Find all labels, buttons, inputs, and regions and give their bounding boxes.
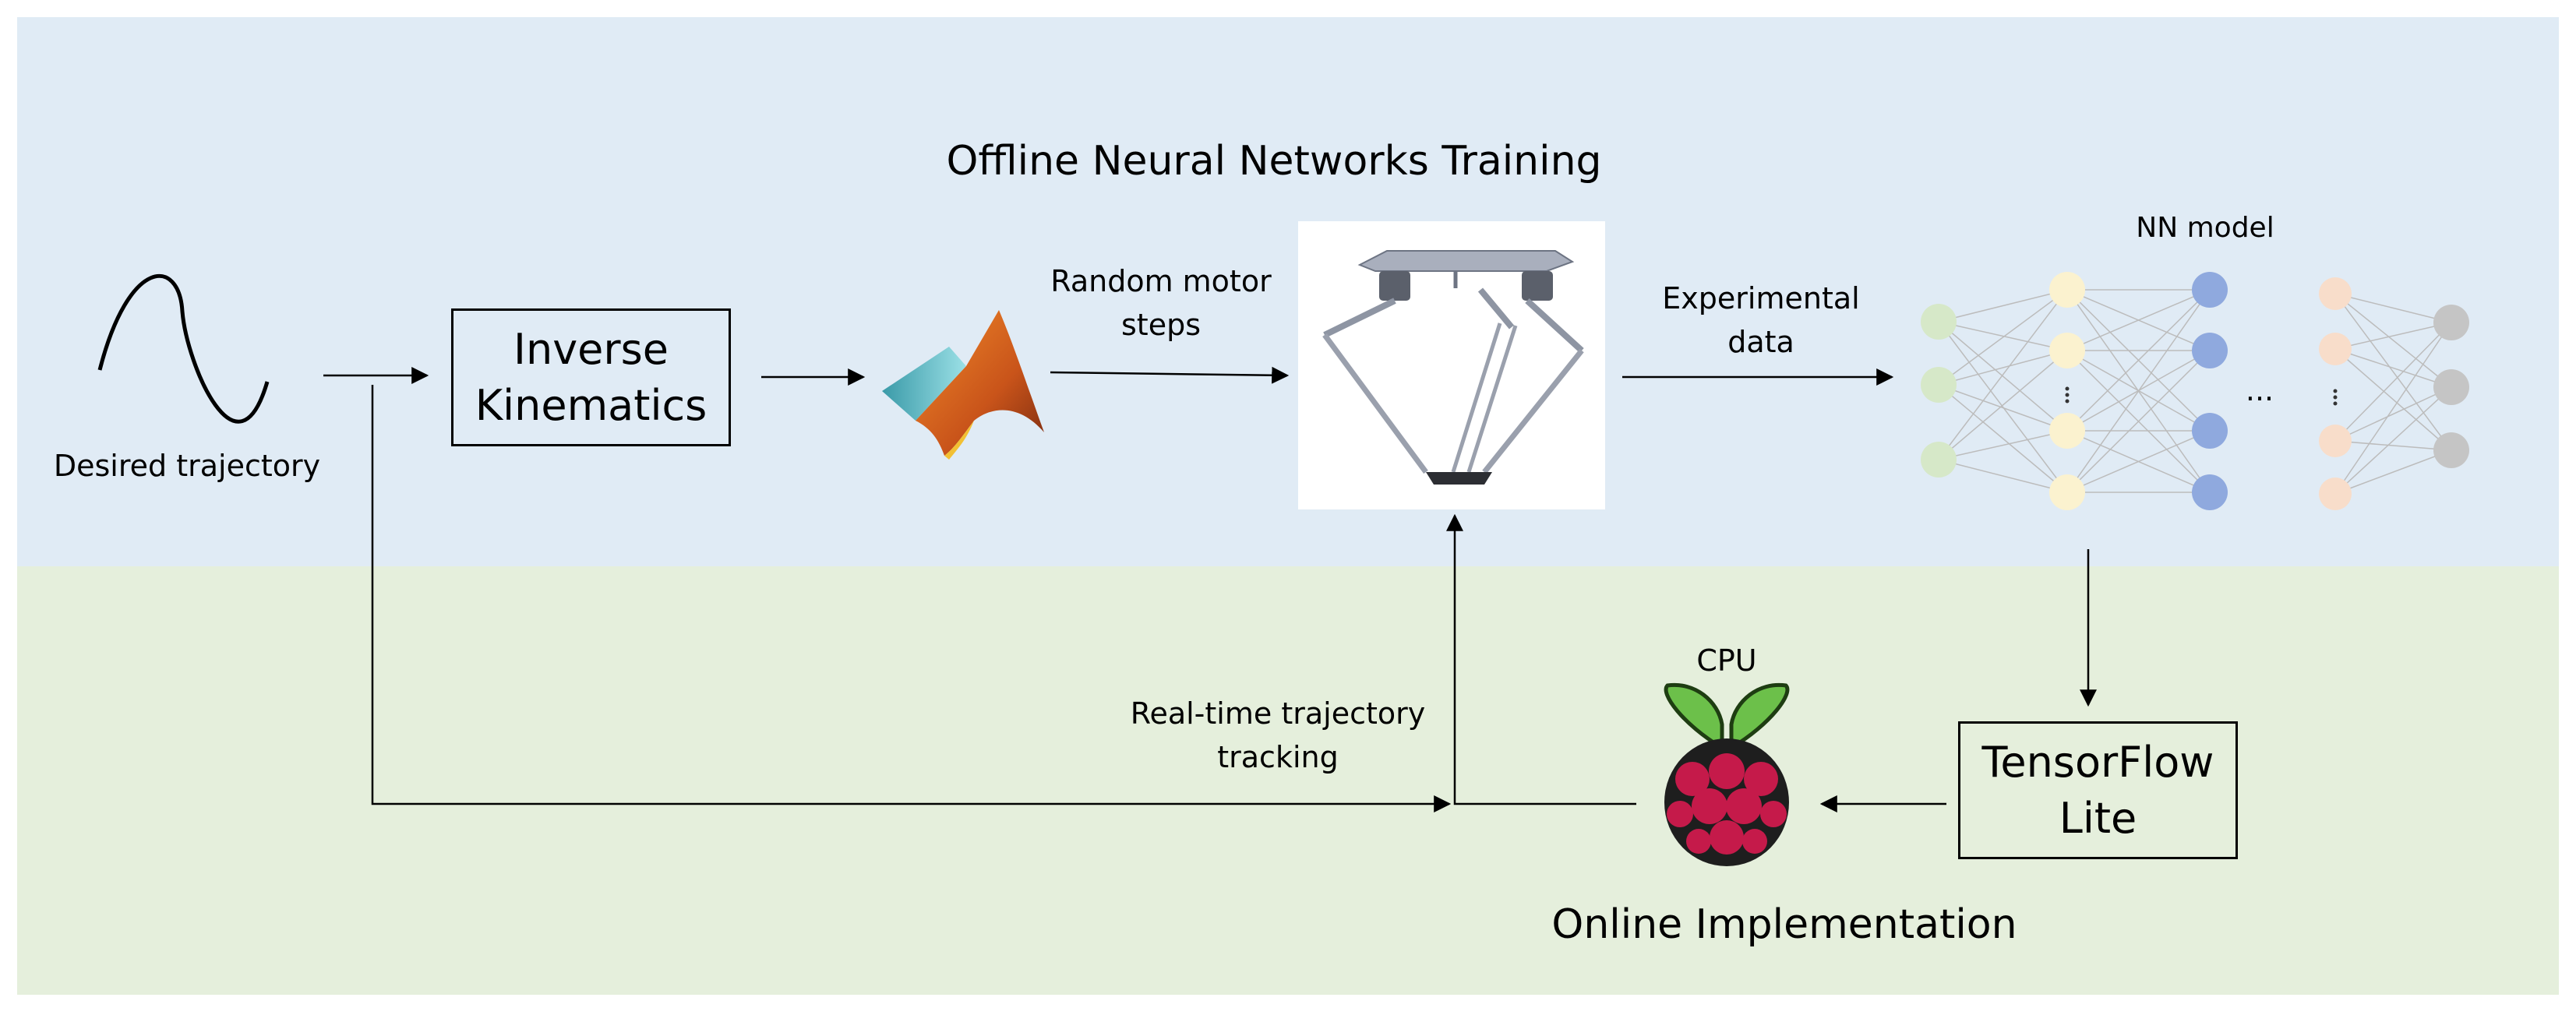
delta-robot-image bbox=[1298, 221, 1605, 509]
tensorflow-lite-box: TensorFlow Lite bbox=[1958, 721, 2238, 859]
nn-edge bbox=[1938, 430, 2068, 460]
tensorflow-lite-label-line2: Lite bbox=[2059, 793, 2137, 843]
random-motor-steps-label-line1: Random motor bbox=[1050, 264, 1272, 298]
nn-edge bbox=[1938, 384, 2068, 493]
inverse-kinematics-label-line1: Inverse bbox=[513, 324, 669, 374]
nn-edge bbox=[1938, 321, 2068, 351]
nn-input-node bbox=[1921, 304, 1957, 340]
nn-vertical-ellipsis-dot bbox=[2333, 401, 2338, 406]
nn-edge bbox=[2334, 386, 2452, 442]
nn-edge bbox=[2334, 293, 2452, 323]
nn-vertical-ellipsis-dot bbox=[2065, 386, 2070, 391]
offline-section-title: Offline Neural Networks Training bbox=[946, 138, 1602, 185]
nn-edge bbox=[2066, 350, 2211, 493]
nn-edges bbox=[1938, 289, 2452, 495]
nn-hidden2-node bbox=[2192, 333, 2228, 368]
nn-edge bbox=[1938, 384, 2068, 432]
nn-hidden2-node bbox=[2192, 272, 2228, 308]
nn-ellipsis: ... bbox=[2245, 373, 2274, 407]
nn-hidden3-node bbox=[2319, 425, 2352, 457]
experimental-data-label-line2: data bbox=[1727, 325, 1794, 359]
nn-edge bbox=[1938, 350, 2068, 386]
nn-hidden1-node bbox=[2049, 272, 2085, 308]
nn-vertical-ellipsis-dot bbox=[2333, 389, 2338, 393]
realtime-tracking-label-line2: tracking bbox=[1217, 740, 1339, 774]
nn-edge bbox=[2066, 289, 2211, 351]
nn-hidden2-node bbox=[2192, 413, 2228, 449]
online-section-bg bbox=[17, 566, 2559, 995]
tensorflow-lite-label-line1: TensorFlow bbox=[1981, 737, 2214, 787]
line-cpu-to-robot bbox=[1446, 513, 1636, 805]
nn-hidden1-node bbox=[2049, 333, 2085, 368]
nn-edge bbox=[2334, 386, 2452, 495]
nn-edge bbox=[2334, 348, 2452, 388]
nn-edge bbox=[2334, 293, 2452, 388]
nn-vertical-ellipsis-dot bbox=[2333, 395, 2338, 400]
nn-vertical-ellipsis-dot bbox=[2065, 399, 2070, 404]
nn-edge bbox=[1938, 321, 2068, 493]
nn-edge bbox=[1938, 321, 2068, 432]
online-section-title: Online Implementation bbox=[1551, 901, 2017, 948]
nn-edge bbox=[2334, 348, 2452, 451]
raspberry-pi-icon bbox=[1664, 682, 1790, 866]
nn-edge bbox=[2334, 440, 2452, 451]
cpu-label: CPU bbox=[1696, 643, 1757, 678]
nn-output-node bbox=[2433, 305, 2469, 340]
nn-output-node bbox=[2433, 432, 2469, 468]
experimental-data-label-line1: Experimental bbox=[1662, 281, 1860, 315]
nn-edge bbox=[1938, 289, 2068, 322]
nn-hidden1-node bbox=[2049, 413, 2085, 449]
nn-edge bbox=[1938, 289, 2068, 460]
nn-edge bbox=[1938, 459, 2068, 493]
inverse-kinematics-box: Inverse Kinematics bbox=[451, 308, 731, 446]
nn-hidden3-node bbox=[2319, 478, 2352, 510]
realtime-tracking-label-line1: Real-time trajectory bbox=[1130, 696, 1426, 731]
nn-edge bbox=[2334, 322, 2452, 442]
nn-hidden3-node bbox=[2319, 333, 2352, 365]
desired-trajectory-label: Desired trajectory bbox=[53, 449, 321, 483]
nn-hidden2-node bbox=[2192, 474, 2228, 510]
sine-wave-icon bbox=[97, 273, 270, 424]
nn-hidden3-node bbox=[2319, 277, 2352, 310]
nn-vertical-ellipsis-dot bbox=[2065, 393, 2070, 397]
offline-section-bg bbox=[17, 17, 2559, 566]
nn-model-label: NN model bbox=[2136, 212, 2274, 244]
nn-nodes bbox=[1921, 272, 2469, 510]
nn-output-node bbox=[2433, 369, 2469, 405]
matlab-logo bbox=[882, 310, 1044, 460]
line-trajectory-to-online bbox=[371, 385, 1452, 812]
inverse-kinematics-label-line2: Kinematics bbox=[475, 380, 708, 430]
nn-hidden1-node bbox=[2049, 474, 2085, 510]
nn-edge bbox=[1938, 289, 2068, 386]
nn-edge bbox=[2334, 293, 2452, 451]
nn-input-node bbox=[1921, 442, 1957, 478]
nn-input-node bbox=[1921, 367, 1957, 403]
nn-edge bbox=[1938, 350, 2068, 460]
nn-edge bbox=[2334, 322, 2452, 495]
nn-edge bbox=[2066, 430, 2211, 493]
nn-edge bbox=[2066, 289, 2211, 432]
nn-edge bbox=[2066, 289, 2211, 493]
nn-edge bbox=[2334, 449, 2452, 495]
random-motor-steps-label-line2: steps bbox=[1121, 308, 1201, 342]
arrow-matlab-to-robot bbox=[1050, 366, 1290, 384]
nn-edge bbox=[2334, 322, 2452, 350]
